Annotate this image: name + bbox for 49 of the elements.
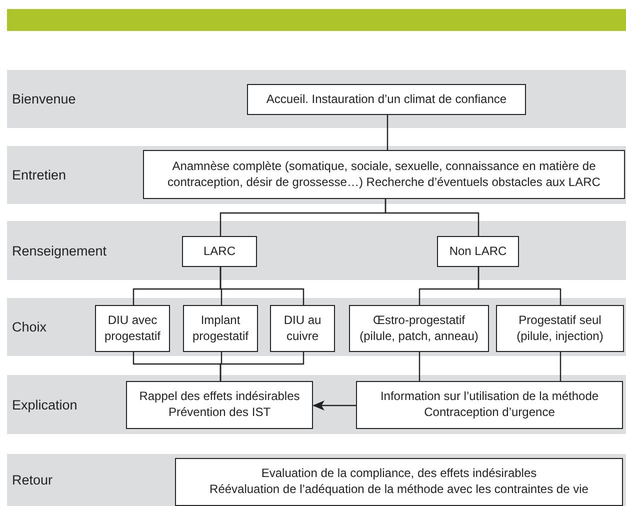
step-text: Prévention des IST	[168, 405, 271, 421]
step-text: Implant progestatif	[191, 312, 250, 344]
stage-band	[7, 221, 626, 280]
step-text: Non LARC	[449, 244, 507, 260]
step-text: (pilule, patch, anneau)	[360, 328, 478, 344]
step-text: Réévaluation de l’adéquation de la méthode avec les contraintes de vie	[210, 482, 588, 498]
stage-label: Renseignement	[12, 243, 107, 258]
step-text: Evaluation de la compliance, des effets indésirables	[261, 466, 537, 482]
connector-line	[418, 352, 420, 381]
step-box	[175, 458, 623, 506]
step-text: Œstro-progestatif	[372, 312, 466, 328]
connector-line	[560, 352, 562, 381]
stage-label: Entretien	[12, 168, 66, 182]
step-box	[95, 305, 170, 352]
step-text: Anamnèse complète (somatique, sociale, sexuelle, connaissance en matière de contraception, désir de grossesse…) Recherche d’éventuels obstacles aux LARC	[166, 158, 602, 190]
step-text: Information sur l’utilisation de la méthode	[380, 389, 599, 405]
step-box	[183, 305, 258, 352]
stage-band	[7, 375, 626, 434]
connector-line	[220, 267, 304, 305]
step-text: (pilule, injection)	[516, 328, 604, 344]
step-text: Progestatif seul	[518, 312, 602, 328]
step-text: LARC	[203, 244, 236, 260]
stage-band	[7, 70, 626, 128]
stage-band	[7, 298, 626, 356]
step-text: Contraception d’urgence	[424, 405, 555, 421]
stage-band	[7, 454, 626, 506]
stage-band	[7, 146, 626, 204]
step-box	[143, 150, 625, 199]
stage-label: Retour	[12, 472, 53, 488]
step-text: DIU avec progestatif	[103, 312, 162, 344]
step-box	[356, 381, 623, 429]
connector-line	[478, 267, 562, 305]
step-text: DIU au cuivre	[282, 312, 322, 344]
stage-label: Explication	[12, 397, 78, 412]
step-box	[496, 305, 624, 352]
connector-line	[384, 199, 480, 236]
step-box	[247, 84, 526, 115]
step-box	[126, 381, 313, 429]
step-text: Accueil. Instauration d’un climat de confiance	[266, 92, 507, 108]
step-box	[349, 305, 489, 352]
connector-line	[386, 115, 388, 150]
stage-label: Bienvenue	[12, 92, 76, 106]
step-box	[182, 236, 257, 267]
arrow	[312, 400, 356, 410]
stage-label: Choix	[12, 320, 47, 334]
step-box	[270, 305, 335, 352]
step-box	[437, 236, 519, 267]
connector-line	[220, 352, 304, 381]
step-text: Rappel des effets indésirables	[139, 389, 300, 405]
